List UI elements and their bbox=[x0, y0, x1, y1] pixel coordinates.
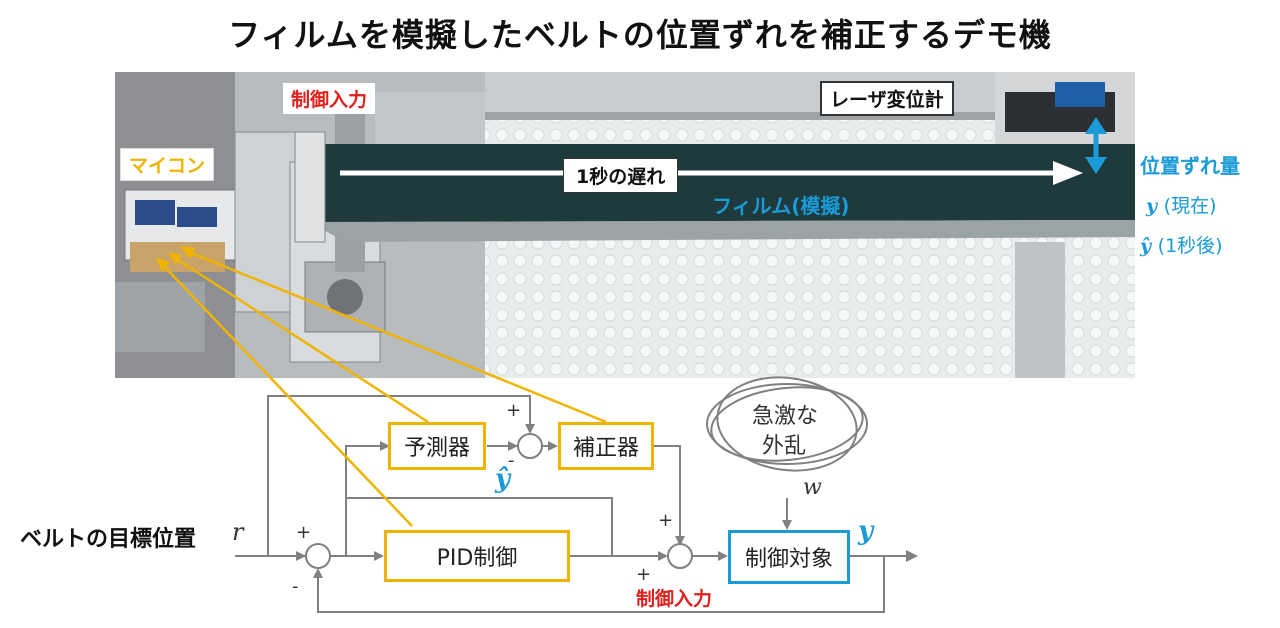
photo-label-delay: 1秒の遅れ bbox=[563, 158, 679, 193]
sign-minus-sum2: - bbox=[508, 450, 515, 471]
corrector-block: 補正器 bbox=[558, 422, 654, 470]
disturbance-line2: 外乱 bbox=[762, 434, 807, 459]
y-current-symbol: y bbox=[1146, 195, 1158, 217]
sign-plus-sum2: + bbox=[506, 400, 522, 421]
w-symbol: w bbox=[803, 475, 822, 500]
sign-plus-sum3-top: + bbox=[658, 510, 674, 531]
y-current-text: (現在) bbox=[1163, 195, 1217, 217]
disturbance-line1: 急激な bbox=[752, 404, 819, 429]
r-to-corrector-sum bbox=[267, 395, 531, 556]
pid-block: PID制御 bbox=[384, 530, 570, 582]
yhat-symbol: ŷ bbox=[495, 464, 511, 494]
photo-label-y-future: ŷ (1秒後) bbox=[1140, 231, 1223, 258]
predictor-block: 予測器 bbox=[388, 422, 486, 470]
microcontroller-pointers bbox=[159, 248, 607, 527]
delay-arrow-head bbox=[1053, 161, 1083, 185]
y-future-text: (1秒後) bbox=[1157, 235, 1223, 257]
photo-label-control-input: 制御入力 bbox=[283, 83, 376, 114]
page-title: フィルムを模擬したベルトの位置ずれを補正するデモ機 bbox=[228, 16, 1052, 54]
r-symbol: r bbox=[232, 518, 244, 546]
photo-annotations bbox=[340, 117, 1107, 185]
photo-label-laser: レーザ変位計 bbox=[820, 81, 954, 116]
y-output-symbol: y bbox=[858, 516, 874, 546]
sign-minus-sum1: - bbox=[292, 576, 299, 597]
pointer-heads bbox=[156, 246, 195, 272]
target-position-label: ベルトの目標位置 bbox=[20, 527, 197, 552]
sum-junction-1 bbox=[305, 543, 331, 569]
sum-junction-3 bbox=[667, 543, 693, 569]
offset-arrow-up bbox=[1085, 117, 1107, 134]
photo-label-film: フィルム(模擬) bbox=[712, 194, 850, 218]
offset-arrow-down bbox=[1085, 157, 1107, 174]
plant-block: 制御対象 bbox=[728, 530, 850, 584]
photo-label-offset: 位置ずれ量 bbox=[1140, 154, 1240, 178]
y-future-symbol: ŷ bbox=[1140, 235, 1152, 257]
belt bbox=[310, 144, 1135, 222]
demo-machine-photo bbox=[115, 72, 1135, 378]
photo-label-y-current: y (現在) bbox=[1146, 191, 1217, 218]
machine-illustration bbox=[115, 72, 1135, 378]
sign-plus-sum3-left: + bbox=[636, 564, 652, 585]
photo-label-microcontroller: マイコン bbox=[120, 148, 215, 181]
control-input-label: 制御入力 bbox=[636, 588, 713, 610]
sign-plus-sum1: + bbox=[296, 522, 312, 543]
sum-junction-2 bbox=[517, 433, 543, 459]
